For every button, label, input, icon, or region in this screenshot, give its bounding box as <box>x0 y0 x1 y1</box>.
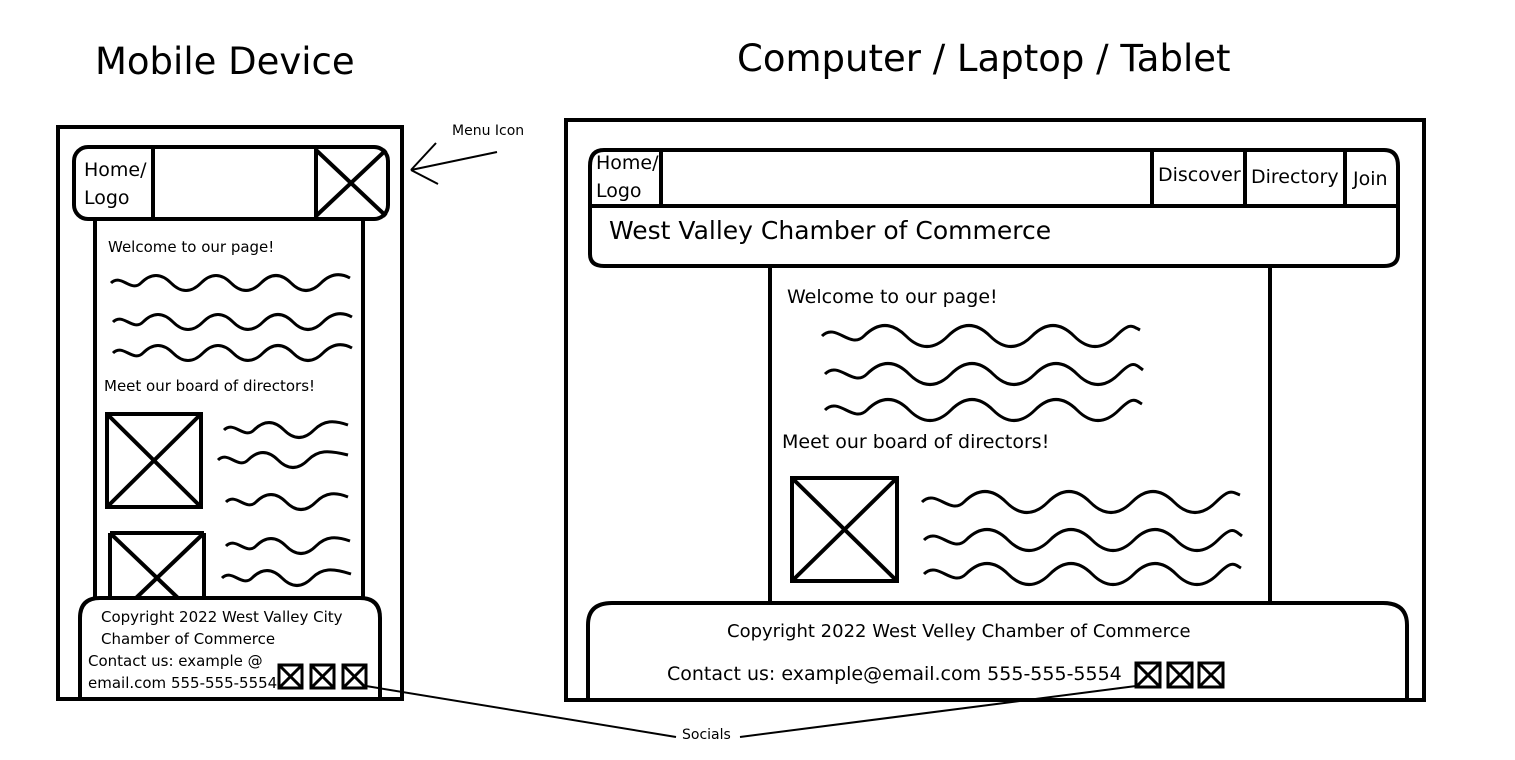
mobile-home-logo-line2: Logo <box>84 187 130 209</box>
desktop-footer-outline <box>586 601 1409 700</box>
mobile-home-logo[interactable]: Home/ Logo <box>84 156 147 212</box>
desktop-title: Computer / Laptop / Tablet <box>737 37 1231 80</box>
mobile-contact: Contact us: example @ email.com 555-555-… <box>88 650 277 694</box>
mobile-welcome-heading: Welcome to our page! <box>108 238 275 256</box>
desktop-home-logo[interactable]: Home/ Logo <box>596 149 659 205</box>
mobile-header <box>72 145 390 221</box>
desktop-social-icons <box>1134 661 1225 689</box>
nav-join[interactable]: Join <box>1353 168 1388 190</box>
mobile-contact-line1: Contact us: example @ <box>88 652 263 670</box>
mobile-copyright-line1: Copyright 2022 West Valley City <box>101 608 343 626</box>
socials-pointer-lines <box>365 685 1137 738</box>
board-photo-desktop <box>790 476 899 583</box>
board-photo-mobile-1 <box>105 412 203 509</box>
socials-annotation: Socials <box>682 727 731 743</box>
mobile-title: Mobile Device <box>95 40 355 83</box>
mobile-contact-line2: email.com 555-555-5554 <box>88 674 278 692</box>
desktop-home-logo-line1: Home/ <box>596 152 659 174</box>
desktop-header <box>588 148 1400 268</box>
mobile-home-logo-line1: Home/ <box>84 159 147 181</box>
mobile-board-heading: Meet our board of directors! <box>104 377 316 395</box>
nav-discover[interactable]: Discover <box>1158 164 1241 186</box>
desktop-contact: Contact us: example@email.com 555-555-55… <box>667 663 1122 685</box>
desktop-frame <box>564 118 1426 702</box>
desktop-home-logo-line2: Logo <box>596 180 642 202</box>
menu-icon-annotation: Menu Icon <box>452 123 525 139</box>
desktop-welcome-heading: Welcome to our page! <box>787 286 998 308</box>
menu-icon-button[interactable] <box>316 147 388 219</box>
desktop-board-heading: Meet our board of directors! <box>782 431 1050 453</box>
mobile-social-icons <box>277 663 368 690</box>
menu-icon-arrow <box>410 142 498 185</box>
desktop-copyright: Copyright 2022 West Velley Chamber of Co… <box>727 621 1191 642</box>
mobile-copyright: Copyright 2022 West Valley City Chamber … <box>101 606 343 650</box>
mobile-footer-outline <box>78 596 382 699</box>
mobile-frame <box>56 125 404 701</box>
board-photo-mobile-2 <box>108 531 206 600</box>
org-name: West Valley Chamber of Commerce <box>609 216 1052 245</box>
nav-directory[interactable]: Directory <box>1251 166 1339 188</box>
mobile-copyright-line2: Chamber of Commerce <box>101 630 276 648</box>
menu-icon <box>314 148 388 218</box>
